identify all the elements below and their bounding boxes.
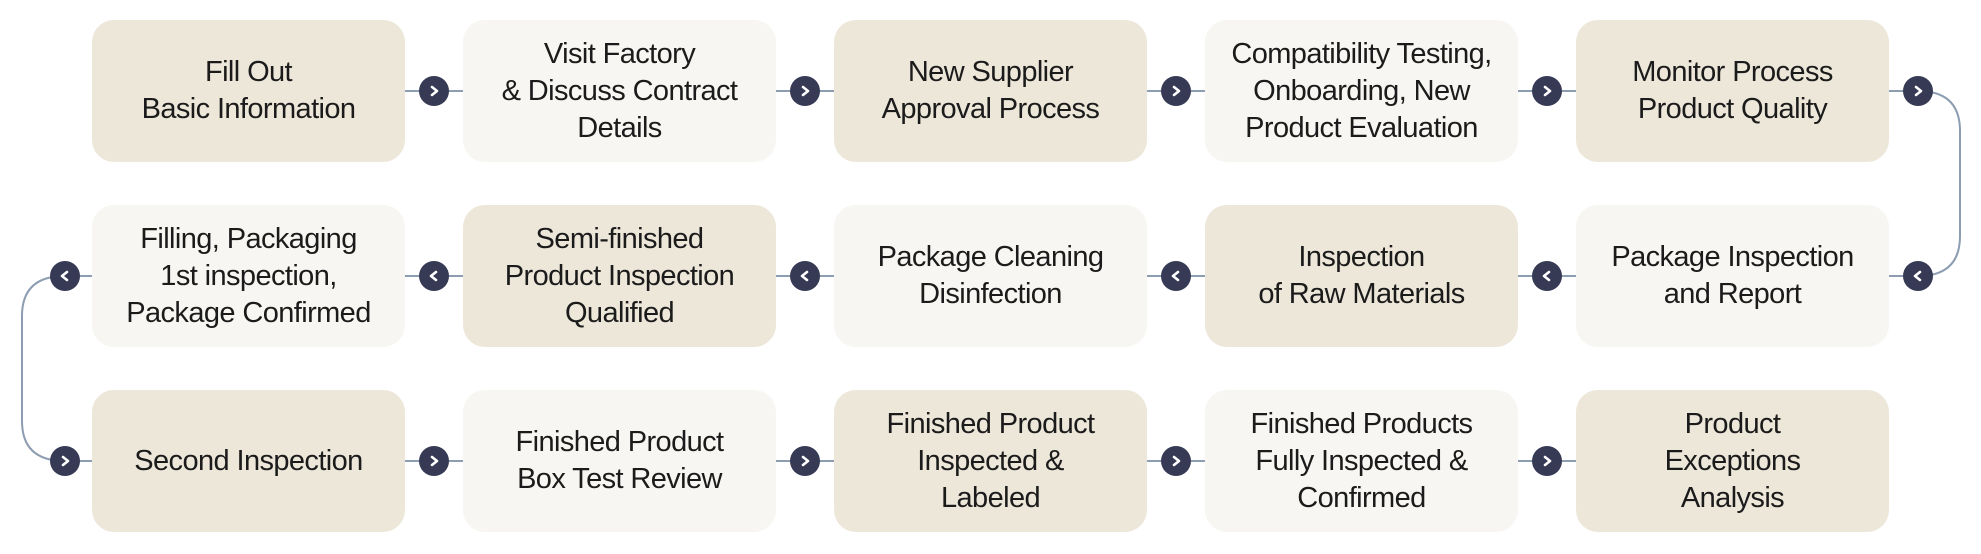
chevron-right-icon xyxy=(1914,85,1923,97)
chevron-right-icon xyxy=(1172,455,1181,467)
arrow-node-r2-2 xyxy=(790,261,820,291)
chevron-right-icon xyxy=(430,455,439,467)
step-card-r2-c5: Package Inspection and Report xyxy=(1576,205,1889,347)
step-label: Semi-finished Product Inspection Qualifi… xyxy=(504,222,735,329)
arrow-node-r3-3 xyxy=(1161,446,1191,476)
step-label: New Supplier Approval Process xyxy=(881,56,1100,125)
chevron-right-icon xyxy=(801,455,810,467)
chevron-left-icon xyxy=(1913,270,1922,282)
chevron-right-icon xyxy=(1543,455,1552,467)
arrow-node-r2-1 xyxy=(419,261,449,291)
arrow-node-r1-4 xyxy=(1532,76,1562,106)
step-card-r1-c2: Visit Factory & Discuss Contract Details xyxy=(463,20,776,162)
chevron-right-icon xyxy=(1172,85,1181,97)
step-label: Package Cleaning Disinfection xyxy=(877,241,1104,310)
arrow-node-r3-2 xyxy=(790,446,820,476)
step-label: Finished Product Inspected & Labeled xyxy=(886,407,1095,514)
arrow-node-r2-3 xyxy=(1161,261,1191,291)
step-card-r3-c4: Finished Products Fully Inspected & Conf… xyxy=(1205,390,1518,532)
step-card-r1-c1: Fill Out Basic Information xyxy=(92,20,405,162)
chevron-right-icon xyxy=(61,455,70,467)
step-card-r2-c3: Package Cleaning Disinfection xyxy=(834,205,1147,347)
step-card-r3-c5: Product Exceptions Analysis xyxy=(1576,390,1889,532)
chevron-left-icon xyxy=(429,270,438,282)
arrow-node-r3-1 xyxy=(419,446,449,476)
step-label: Fill Out Basic Information xyxy=(141,56,356,125)
arrow-node-r2-in xyxy=(1903,261,1933,291)
arrow-node-r1-3 xyxy=(1161,76,1191,106)
step-card-r2-c1: Filling, Packaging 1st inspection, Packa… xyxy=(92,205,405,347)
step-label: Second Inspection xyxy=(134,444,363,477)
step-card-r1-c4: Compatibility Testing, Onboarding, New P… xyxy=(1205,20,1518,162)
step-label: Inspection of Raw Materials xyxy=(1258,241,1465,310)
arrow-node-r2-out xyxy=(50,261,80,291)
connector-turn-left xyxy=(21,275,66,462)
arrow-node-r1-1 xyxy=(419,76,449,106)
step-card-r2-c2: Semi-finished Product Inspection Qualifi… xyxy=(463,205,776,347)
step-label: Finished Products Fully Inspected & Conf… xyxy=(1250,407,1474,514)
step-label: Product Exceptions Analysis xyxy=(1664,407,1801,514)
step-label: Finished Product Box Test Review xyxy=(515,426,724,495)
step-label: Monitor Process Product Quality xyxy=(1632,56,1833,125)
step-card-r3-c3: Finished Product Inspected & Labeled xyxy=(834,390,1147,532)
step-label: Package Inspection and Report xyxy=(1611,241,1854,310)
connector-turn-right xyxy=(1917,90,1961,277)
arrow-node-r1-out xyxy=(1903,76,1933,106)
step-card-r1-c3: New Supplier Approval Process xyxy=(834,20,1147,162)
step-card-r2-c4: Inspection of Raw Materials xyxy=(1205,205,1518,347)
step-card-r3-c1: Second Inspection xyxy=(92,390,405,532)
arrow-node-r1-2 xyxy=(790,76,820,106)
step-label: Compatibility Testing, Onboarding, New P… xyxy=(1231,37,1492,144)
chevron-left-icon xyxy=(1542,270,1551,282)
chevron-right-icon xyxy=(801,85,810,97)
step-card-r1-c5: Monitor Process Product Quality xyxy=(1576,20,1889,162)
chevron-left-icon xyxy=(60,270,69,282)
step-label: Visit Factory & Discuss Contract Details xyxy=(501,37,738,144)
chevron-right-icon xyxy=(1543,85,1552,97)
chevron-left-icon xyxy=(1171,270,1180,282)
step-label: Filling, Packaging 1st inspection, Packa… xyxy=(126,222,371,329)
arrow-node-r3-4 xyxy=(1532,446,1562,476)
arrow-node-r3-in xyxy=(50,446,80,476)
chevron-left-icon xyxy=(800,270,809,282)
step-card-r3-c2: Finished Product Box Test Review xyxy=(463,390,776,532)
chevron-right-icon xyxy=(430,85,439,97)
arrow-node-r2-4 xyxy=(1532,261,1562,291)
